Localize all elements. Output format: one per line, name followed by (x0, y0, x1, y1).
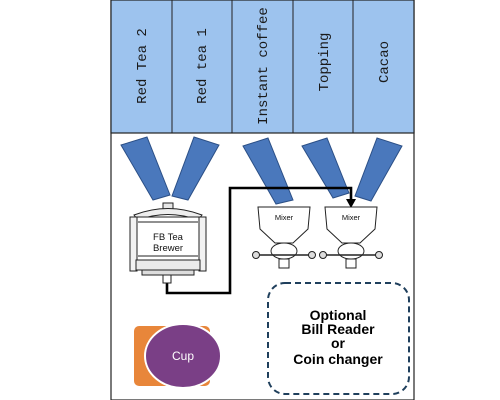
canister-label-topping: Topping (317, 33, 333, 92)
cup-circle (144, 323, 222, 389)
canister-label-cacao: Cacao (377, 41, 393, 83)
brewer-label-line1: FB Tea (153, 232, 184, 243)
mixer-1-bowl (270, 242, 298, 260)
brewer-tray (141, 269, 195, 276)
mixer-2-bowl (337, 242, 365, 260)
pipe-arrow-icon (346, 199, 356, 208)
optional-label-line1: Optional (310, 307, 367, 323)
mixer-2-label: Mixer (342, 213, 361, 222)
cup-label: Cup (172, 349, 194, 363)
chute-topping (301, 137, 350, 199)
chute-red-tea-2 (120, 136, 171, 201)
brewer-right-rail (198, 216, 207, 272)
optional-label-line2: Bill Reader (301, 321, 375, 337)
mixer-2-body (324, 206, 378, 244)
mixer-2-nozzle (345, 258, 357, 269)
canister-label-red-tea-2: Red Tea 2 (135, 28, 151, 104)
fb-tea-brewer (129, 202, 207, 284)
mixer-1 (252, 206, 316, 269)
mixer-1-left-knob (252, 251, 260, 259)
mixer-2-left-knob (319, 251, 327, 259)
brewer-left-rail (129, 216, 138, 272)
mixer-2-right-knob (375, 251, 383, 259)
mixer-1-label: Mixer (275, 213, 294, 222)
cup-station (134, 323, 222, 389)
chute-red-tea-1 (171, 136, 220, 201)
brewer-outlet (162, 274, 172, 284)
canister-label-instant-coffee: Instant coffee (256, 7, 272, 125)
optional-label-line4: Coin changer (293, 351, 383, 367)
brewer-base (135, 259, 201, 271)
optional-label-line3: or (331, 335, 346, 351)
mixer-1-right-knob (308, 251, 316, 259)
mixer-1-nozzle (278, 258, 290, 269)
brewer-pipe (165, 186, 353, 295)
canister-bank: Red Tea 2 Red tea 1 Instant coffee Toppi… (110, 0, 415, 134)
chute-cacao (354, 137, 403, 202)
canister-label-red-tea-1: Red tea 1 (195, 28, 211, 104)
optional-payment-box (267, 282, 410, 395)
canister-panel (110, 0, 415, 134)
mixer-2 (319, 206, 383, 269)
mixer-1-body (257, 206, 311, 244)
brewer-label-line2: Brewer (153, 243, 183, 254)
